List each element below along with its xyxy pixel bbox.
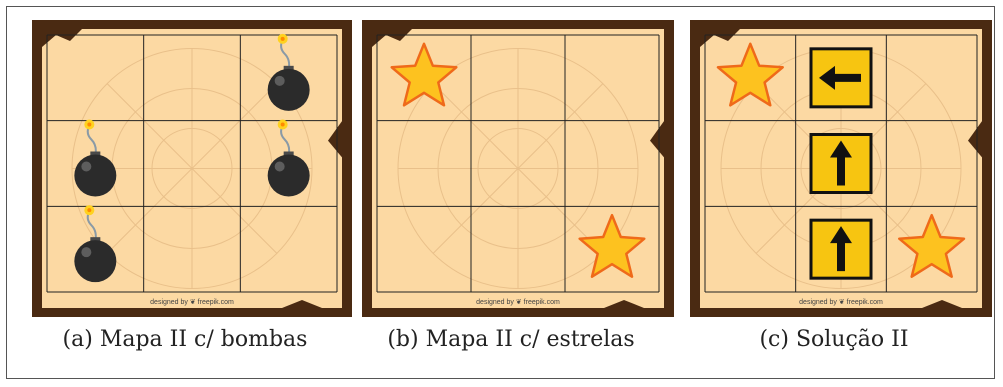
board-cell [811,49,871,107]
caption-bombs: (a) Mapa II c/ bombas [25,327,345,352]
credit-text: designed by ❦ freepik.com [476,299,560,306]
board-cell [811,220,871,278]
arrow-left-icon [811,49,871,107]
map-panel-solution: designed by ❦ freepik.com [690,20,992,317]
game-board: designed by ❦ freepik.com [690,20,992,317]
credit-text: designed by ❦ freepik.com [150,299,234,306]
game-board: designed by ❦ freepik.com [32,20,352,317]
caption-solution: (c) Solução II [683,327,985,352]
map-panel-bombs: designed by ❦ freepik.com [32,20,352,317]
game-board: designed by ❦ freepik.com [362,20,674,317]
arrow-up-icon [811,220,871,278]
map-panel-stars: designed by ❦ freepik.com [362,20,674,317]
arrow-up-icon [811,135,871,193]
board-cell [811,135,871,193]
figure-frame: designed by ❦ freepik.com designed by ❦ … [6,6,995,379]
credit-text: designed by ❦ freepik.com [799,299,883,306]
caption-stars: (b) Mapa II c/ estrelas [355,327,667,352]
